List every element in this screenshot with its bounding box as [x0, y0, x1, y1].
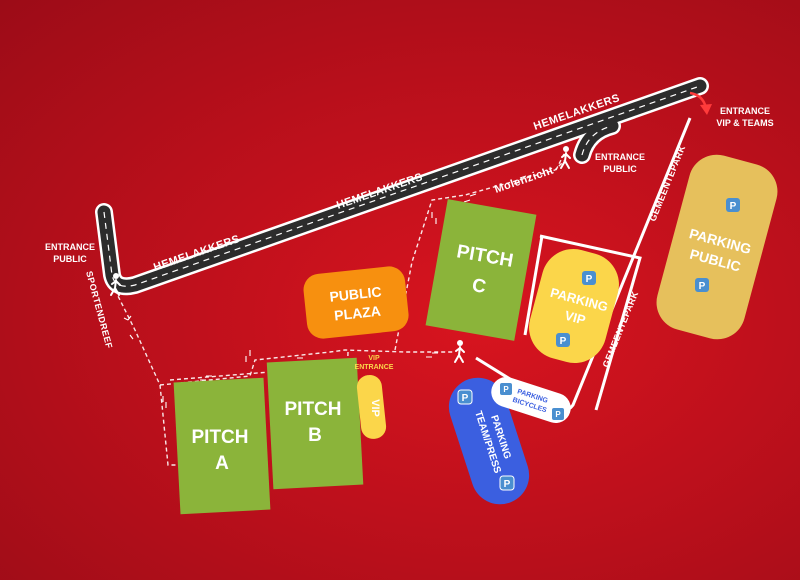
parking-team-p-icon-1	[457, 389, 473, 405]
pedestrian-icon-east	[454, 340, 465, 363]
parking-team-press: P P PARKING TEAM/PRESS	[448, 377, 530, 505]
svg-text:P: P	[462, 393, 469, 404]
parking-team-p-icon-2	[499, 475, 515, 491]
svg-text:P: P	[503, 385, 509, 394]
svg-text:ENTRANCE: ENTRANCE	[355, 364, 394, 371]
svg-text:ENTRANCE: ENTRANCE	[45, 242, 95, 252]
svg-text:A: A	[215, 453, 229, 474]
vip-zone: VIP	[356, 375, 387, 439]
svg-text:VIP: VIP	[368, 355, 380, 362]
parking-public-p-icon-1	[726, 198, 740, 212]
svg-text:P: P	[586, 274, 593, 285]
entrance-public-west: ENTRANCE PUBLIC	[45, 242, 95, 264]
pedestrian-icon-west	[110, 273, 121, 296]
svg-text:ENTRANCE: ENTRANCE	[720, 106, 770, 116]
svg-text:P: P	[555, 410, 561, 419]
svg-text:PITCH: PITCH	[192, 427, 249, 448]
svg-text:P: P	[699, 281, 706, 292]
parking-vip-p-icon-1	[582, 271, 596, 285]
public-plaza: PUBLIC PLAZA	[303, 266, 409, 339]
pitch-c: PITCH C	[425, 199, 537, 341]
parking-public: P P PARKING PUBLIC	[656, 154, 778, 340]
parking-public-p-icon-2	[695, 278, 709, 292]
svg-text:P: P	[560, 336, 567, 347]
pitch-a: PITCH A	[173, 377, 271, 515]
svg-text:VIP: VIP	[369, 399, 381, 417]
svg-text:PLAZA: PLAZA	[333, 303, 381, 324]
svg-text:P: P	[730, 201, 737, 212]
svg-text:VIP: VIP	[563, 308, 587, 328]
pitch-b: PITCH B	[266, 357, 364, 490]
svg-text:PITCH: PITCH	[285, 399, 342, 420]
svg-text:PUBLIC: PUBLIC	[603, 164, 637, 174]
parking-bicycles: P P PARKING BICYCLES	[491, 376, 571, 424]
road-label-molenzicht: Molenzicht	[493, 164, 555, 195]
svg-text:PUBLIC: PUBLIC	[329, 283, 383, 304]
svg-text:PUBLIC: PUBLIC	[53, 254, 87, 264]
entrance-vip: VIP ENTRANCE	[355, 355, 394, 371]
bicycle-p-icon-2	[552, 408, 564, 420]
parking-vip: P P PARKING VIP	[529, 249, 619, 363]
bicycle-p-icon-1	[500, 383, 512, 395]
pedestrian-icon-north	[560, 146, 571, 169]
svg-text:VIP & TEAMS: VIP & TEAMS	[716, 118, 773, 128]
parking-vip-p-icon-2	[556, 333, 570, 347]
entrance-vip-teams: ENTRANCE VIP & TEAMS	[716, 106, 773, 128]
entrance-public-east: ENTRANCE PUBLIC	[595, 152, 645, 174]
svg-text:B: B	[308, 425, 322, 446]
svg-text:ENTRANCE: ENTRANCE	[595, 152, 645, 162]
svg-text:C: C	[470, 275, 487, 298]
svg-text:P: P	[504, 479, 511, 490]
